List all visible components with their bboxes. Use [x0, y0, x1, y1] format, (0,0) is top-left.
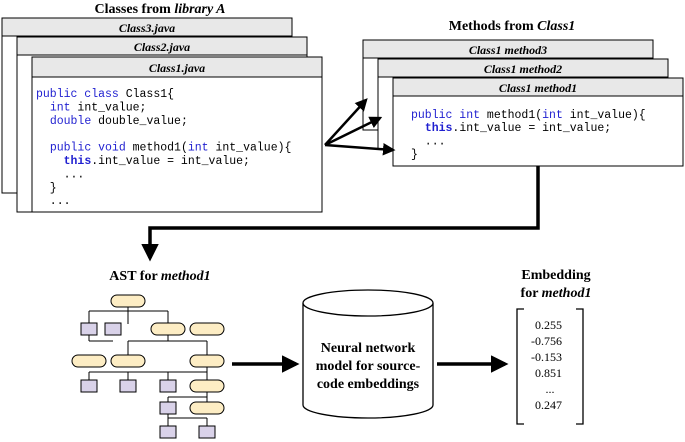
class-file-title: Class3.java — [119, 21, 175, 35]
method-card-title: Class1 method1 — [499, 81, 577, 95]
code-token: double_value; — [91, 115, 188, 128]
method-card-title: Class1 method3 — [469, 43, 547, 57]
ast-leaf-node — [80, 379, 98, 393]
ast-leaf-node — [119, 379, 137, 393]
code-line: public class Class1{ — [36, 88, 174, 101]
code-token — [36, 115, 50, 128]
ast-leaf-node — [159, 401, 177, 415]
code-line: ... — [36, 168, 84, 181]
code-token: public void — [50, 142, 133, 155]
class-file-card-1: Class1.java public class Class1{ int int… — [31, 56, 323, 213]
model-label-line3: code embeddings — [317, 377, 420, 392]
code-token: public class — [36, 88, 126, 101]
code-token: .int_value = int_value; — [91, 155, 250, 168]
class1-code-block: public class Class1{ int int_value; doub… — [36, 88, 291, 208]
left-bracket — [516, 308, 524, 425]
methods-heading: Methods from Class1 — [449, 19, 576, 34]
code-token: double — [50, 115, 92, 128]
code-token: method1( — [133, 142, 188, 155]
ast-heading: AST for method1 — [109, 269, 210, 284]
code-token: int — [542, 109, 563, 122]
code-line: this.int_value = int_value; — [36, 155, 250, 168]
arrow-method-to-ast — [141, 166, 540, 262]
code-token: this — [64, 155, 92, 168]
ast-inner-node — [71, 354, 107, 368]
arrow-to-method3 — [324, 98, 368, 146]
code-token — [36, 142, 50, 155]
method-card-title: Class1 method2 — [484, 62, 562, 76]
code-token: public int — [411, 109, 487, 122]
model-label-line2: model for source- — [316, 359, 421, 374]
code-line: ... — [36, 195, 71, 208]
code-line: } — [36, 182, 57, 195]
code-token: method1( — [487, 109, 542, 122]
embedding-value: -0.756 — [531, 334, 562, 348]
code-token — [36, 155, 64, 168]
method-card-1: Class1 method1 public int method1(int in… — [392, 77, 684, 167]
class-file-title: Class2.java — [134, 40, 190, 54]
neural-network-model: Neural network model for source- code em… — [302, 289, 434, 419]
ast-leaf-node — [198, 425, 216, 439]
ast-inner-node — [189, 401, 225, 415]
ast-inner-node — [189, 354, 225, 368]
code-token: .int_value = int_value; — [452, 122, 611, 135]
class-file-title: Class1.java — [149, 61, 205, 75]
embedding-value: -0.153 — [531, 350, 562, 364]
code-token: } — [36, 182, 57, 195]
code-line: public int method1(int int_value){ — [411, 109, 646, 122]
ast-inner-node — [150, 322, 186, 336]
code-line: ... — [411, 135, 446, 148]
code-line: public void method1(int int_value){ — [36, 142, 291, 155]
arrow-to-method1 — [324, 143, 396, 156]
code-token: int_value; — [71, 101, 147, 114]
code-token: ... — [411, 135, 446, 148]
ast-tree — [71, 294, 225, 439]
arrow-to-method2 — [324, 116, 383, 147]
code-token — [36, 101, 50, 114]
embedding-values: 0.255 -0.756 -0.153 0.851... 0.247 — [531, 318, 562, 412]
ast-inner-node — [189, 379, 225, 393]
model-label-line1: Neural network — [321, 341, 416, 356]
code-token: this — [425, 122, 453, 135]
code-token: int — [188, 142, 209, 155]
embedding-value: 0.255 — [535, 318, 562, 332]
code-token: int_value){ — [209, 142, 292, 155]
embedding-heading-line2: for method1 — [521, 286, 592, 301]
embedding-vector: 0.255 -0.756 -0.153 0.851... 0.247 — [516, 308, 584, 425]
code-token: ... — [36, 195, 71, 208]
code-token: Class1{ — [126, 88, 174, 101]
method1-code-block: public int method1(int int_value){ this.… — [411, 109, 646, 162]
ast-inner-node — [189, 322, 225, 336]
code-line: } — [411, 149, 418, 162]
ast-inner-node — [110, 354, 146, 368]
ast-leaf-node — [80, 322, 98, 336]
code-line: double double_value; — [36, 115, 188, 128]
embedding-heading-line1: Embedding — [521, 268, 590, 283]
embedding-value: ... — [546, 382, 555, 396]
code-line: int int_value; — [36, 101, 146, 114]
code-token: } — [411, 149, 418, 162]
ast-leaf-node — [159, 425, 177, 439]
split-arrows — [324, 98, 396, 156]
code-line: this.int_value = int_value; — [411, 122, 611, 135]
right-bracket — [576, 308, 584, 425]
code-token — [411, 122, 425, 135]
ast-leaf-node — [159, 379, 177, 393]
cylinder-top — [302, 289, 434, 317]
code-token: int — [50, 101, 71, 114]
ast-inner-node — [110, 294, 146, 308]
embedding-value: 0.247 — [535, 398, 562, 412]
classes-heading: Classes from library A — [94, 2, 225, 17]
code-token: ... — [36, 168, 84, 181]
code-token: int_value){ — [563, 109, 646, 122]
ast-leaf-node — [104, 322, 122, 336]
embedding-value: 0.851 — [535, 366, 562, 380]
